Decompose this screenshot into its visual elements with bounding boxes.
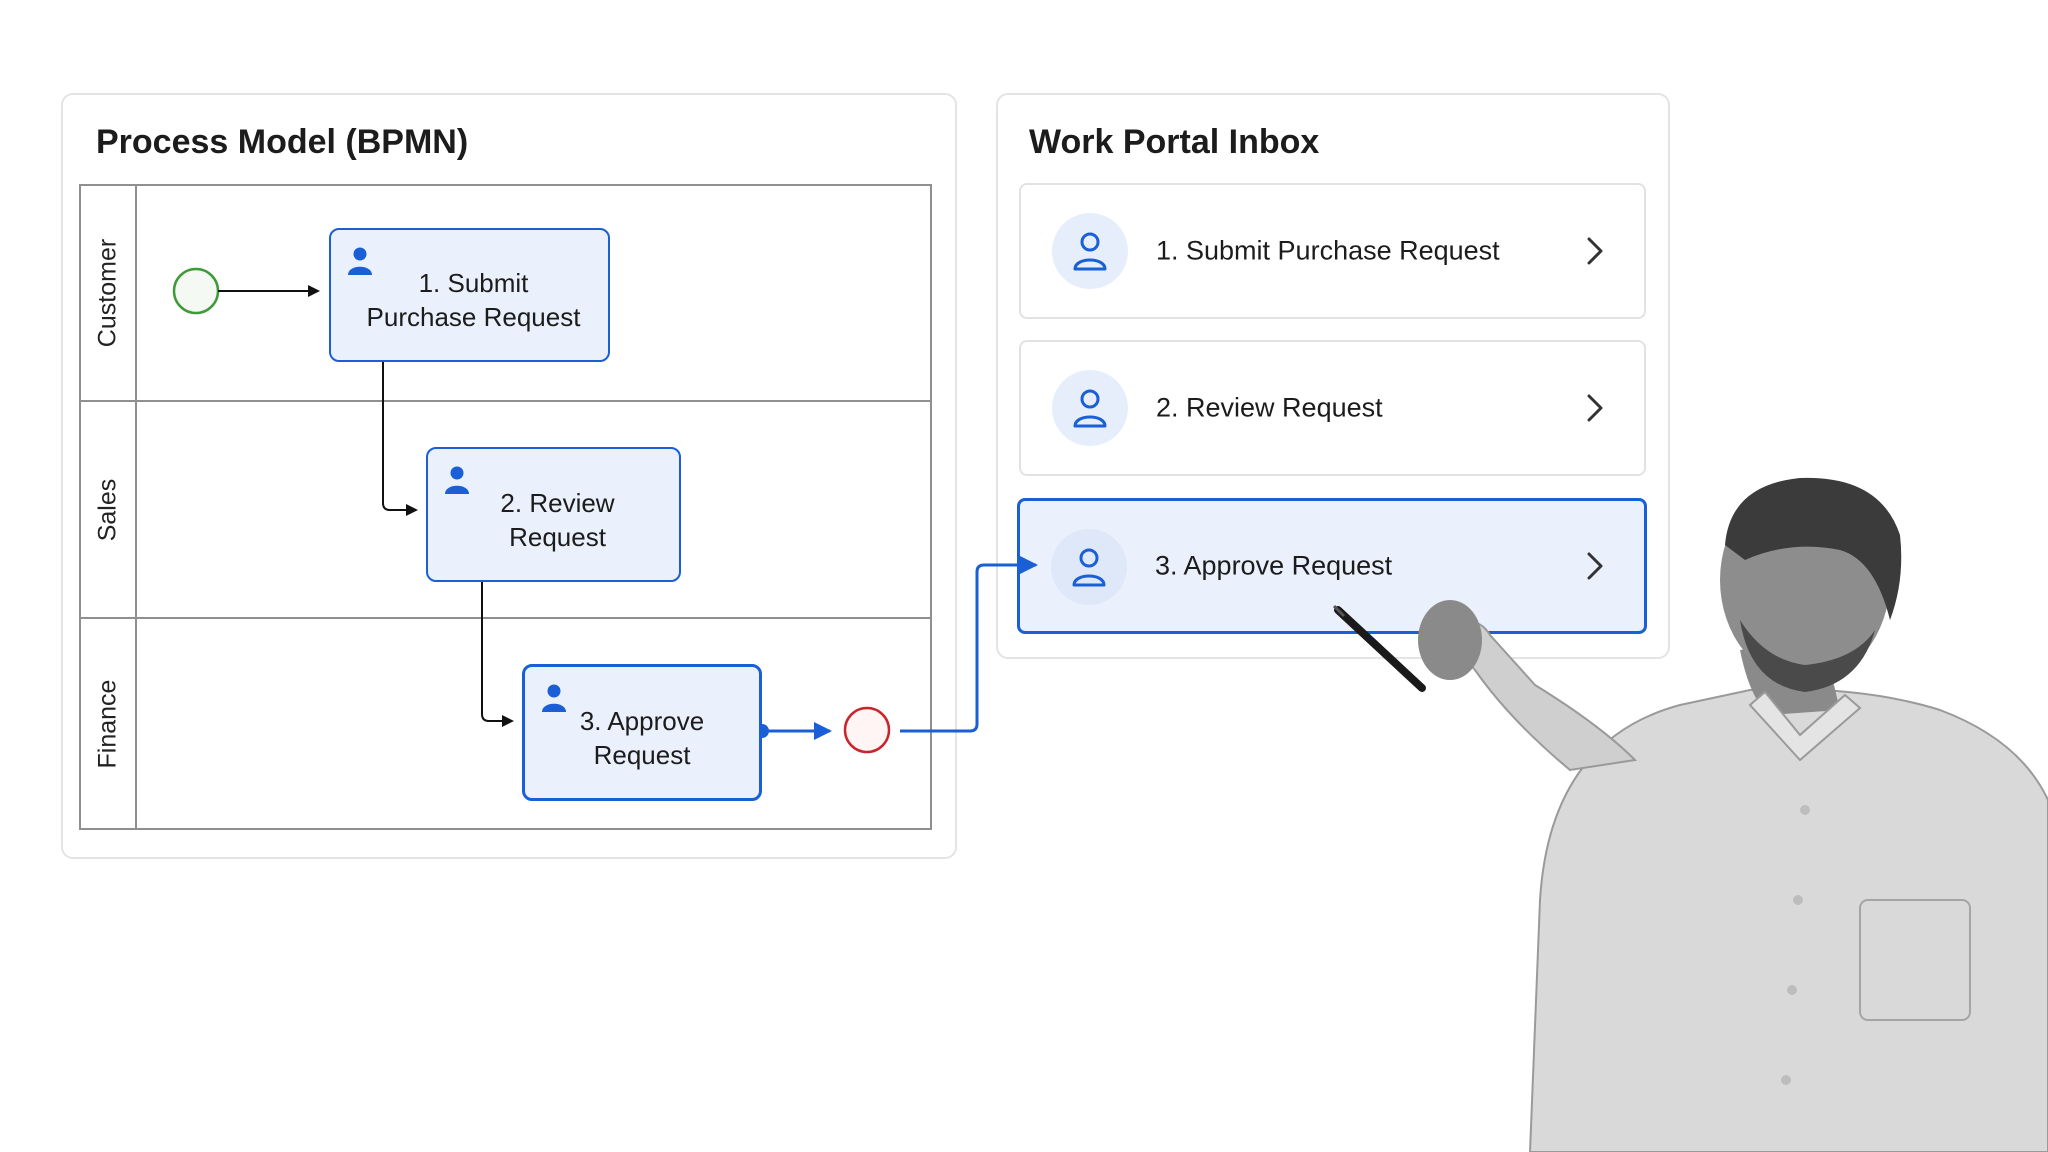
task-title-line1: 3. Approve bbox=[579, 705, 705, 736]
inbox-item-label: 2. Review Request bbox=[1156, 392, 1383, 423]
inbox-item-approve-request[interactable]: 3. Approve Request bbox=[1017, 498, 1647, 634]
lane-label-sales: Sales bbox=[93, 478, 122, 541]
inbox-item-label: 1. Submit Purchase Request bbox=[1156, 235, 1500, 266]
task-title-line2: Request bbox=[593, 739, 691, 770]
user-icon bbox=[542, 684, 566, 712]
task-title-line1: 2. Review bbox=[500, 487, 615, 518]
lane-customer: Customer bbox=[81, 186, 930, 400]
chevron-right-icon[interactable] bbox=[1586, 551, 1604, 581]
task-title-line2: Request bbox=[509, 521, 606, 552]
task-title-line1: 1. Submit bbox=[418, 268, 529, 298]
user-avatar-icon bbox=[1052, 213, 1128, 289]
work-portal-inbox-panel: Work Portal Inbox 1. Submit Purchase Req… bbox=[996, 93, 1670, 659]
user-avatar-icon bbox=[1052, 370, 1128, 446]
task-review-request[interactable]: 2. Review Request bbox=[426, 447, 681, 582]
chevron-right-icon[interactable] bbox=[1586, 393, 1604, 423]
pen bbox=[1334, 606, 1426, 692]
hand bbox=[1418, 600, 1482, 680]
inbox-panel-title: Work Portal Inbox bbox=[1029, 123, 1320, 161]
inbox-item-label: 3. Approve Request bbox=[1155, 550, 1393, 581]
lane-sales: Sales bbox=[81, 400, 930, 617]
task-submit-purchase-request[interactable]: 1. Submit Purchase Request bbox=[329, 228, 610, 362]
user-avatar-icon bbox=[1051, 529, 1127, 605]
user-icon bbox=[348, 247, 372, 275]
lane-label-finance: Finance bbox=[93, 679, 122, 768]
bpmn-panel-title: Process Model (BPMN) bbox=[96, 123, 469, 161]
lane-label-customer: Customer bbox=[93, 238, 122, 348]
inbox-item-review-request[interactable]: 2. Review Request bbox=[1019, 340, 1646, 476]
chevron-right-icon[interactable] bbox=[1586, 236, 1604, 266]
task-approve-request[interactable]: 3. Approve Request bbox=[522, 664, 762, 801]
inbox-item-submit-purchase-request[interactable]: 1. Submit Purchase Request bbox=[1019, 183, 1646, 319]
lane-finance: Finance bbox=[81, 617, 930, 828]
task-title-line2: Purchase Request bbox=[366, 302, 581, 332]
user-icon bbox=[445, 466, 469, 494]
presenter-photo bbox=[1332, 477, 2048, 1152]
